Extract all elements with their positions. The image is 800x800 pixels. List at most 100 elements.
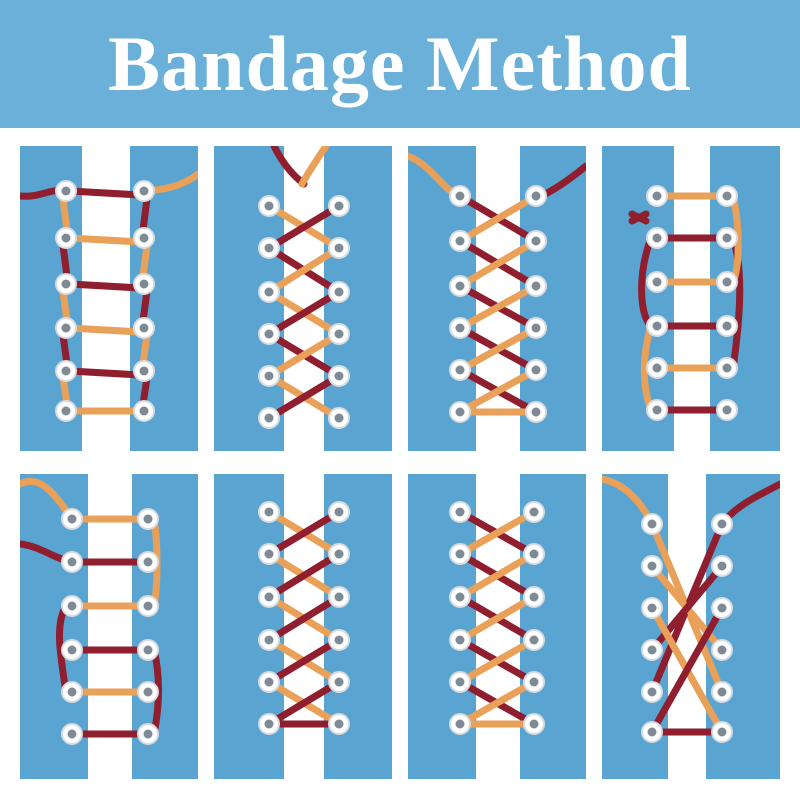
eyelet-hole bbox=[67, 514, 77, 524]
orange-lace bbox=[66, 324, 144, 336]
eyelet-hole bbox=[264, 677, 274, 687]
eyelet-hole bbox=[455, 549, 465, 559]
eyelet-hole bbox=[334, 635, 344, 645]
eyelet-hole bbox=[264, 243, 274, 253]
eyelet-hole bbox=[264, 413, 274, 423]
orange-lace bbox=[456, 593, 538, 644]
lacing-panel-r1c2 bbox=[214, 146, 392, 451]
eyelet-hole bbox=[264, 592, 274, 602]
eyelet-hole bbox=[722, 233, 732, 243]
eyelet-hole bbox=[334, 592, 344, 602]
red-lace bbox=[265, 202, 343, 252]
lacing-panel-r2c4 bbox=[602, 474, 780, 779]
orange-lace bbox=[456, 366, 540, 416]
eyelet-hole bbox=[61, 186, 71, 196]
eyelet-hole bbox=[717, 603, 727, 613]
eyelet-hole bbox=[455, 635, 465, 645]
red-lace bbox=[265, 288, 343, 338]
red-lace bbox=[265, 678, 343, 728]
eyelet-hole bbox=[455, 719, 465, 729]
eyelet-hole bbox=[264, 287, 274, 297]
eyelet-hole bbox=[143, 645, 153, 655]
eyelet-hole bbox=[722, 405, 732, 415]
eyelet-hole bbox=[529, 719, 539, 729]
eyelet-hole bbox=[652, 405, 662, 415]
eyelet-hole bbox=[717, 519, 727, 529]
eyelet-hole bbox=[264, 329, 274, 339]
eyelet-hole bbox=[264, 507, 274, 517]
eyelet-hole bbox=[334, 287, 344, 297]
eyelet-hole bbox=[529, 677, 539, 687]
eyelet-hole bbox=[652, 233, 662, 243]
eyelet-hole bbox=[334, 677, 344, 687]
eyelet-hole bbox=[455, 365, 465, 375]
red-lace bbox=[66, 187, 144, 199]
shoe-tongue-strip bbox=[674, 146, 710, 451]
lacing-panel-r1c3 bbox=[408, 146, 586, 451]
eyelet-hole bbox=[143, 687, 153, 697]
eyelet-hole bbox=[334, 201, 344, 211]
eyelet-hole bbox=[647, 603, 657, 613]
red-lace bbox=[265, 508, 343, 558]
red-lace bbox=[628, 210, 650, 225]
eyelet-hole bbox=[139, 186, 149, 196]
orange-lace bbox=[265, 330, 343, 380]
eyelet-hole bbox=[455, 592, 465, 602]
eyelet-hole bbox=[61, 233, 71, 243]
eyelet-hole bbox=[647, 519, 657, 529]
eyelet-hole bbox=[334, 243, 344, 253]
orange-lace bbox=[265, 244, 343, 296]
eyelet-hole bbox=[61, 366, 71, 376]
eyelet-hole bbox=[647, 727, 657, 737]
eyelet-hole bbox=[143, 601, 153, 611]
eyelet-hole bbox=[722, 277, 732, 287]
eyelet-hole bbox=[717, 727, 727, 737]
eyelet-hole bbox=[722, 363, 732, 373]
eyelet-hole bbox=[67, 687, 77, 697]
red-lace bbox=[66, 280, 144, 292]
eyelet-hole bbox=[264, 549, 274, 559]
eyelet-hole bbox=[455, 191, 465, 201]
eyelet-hole bbox=[647, 687, 657, 697]
eyelet-hole bbox=[722, 321, 732, 331]
eyelet-hole bbox=[264, 201, 274, 211]
lacing-panel-r2c1 bbox=[20, 474, 198, 779]
orange-lace bbox=[456, 282, 540, 332]
eyelet-hole bbox=[139, 406, 149, 416]
eyelet-hole bbox=[61, 406, 71, 416]
red-lace bbox=[648, 562, 726, 654]
eyelet-hole bbox=[334, 507, 344, 517]
eyelet-hole bbox=[139, 279, 149, 289]
eyelet-hole bbox=[455, 507, 465, 517]
lacing-panel-r2c3 bbox=[408, 474, 586, 779]
eyelet-hole bbox=[529, 507, 539, 517]
eyelet-hole bbox=[455, 323, 465, 333]
eyelet-hole bbox=[264, 719, 274, 729]
orange-lace bbox=[456, 324, 540, 374]
eyelet-hole bbox=[647, 561, 657, 571]
shoe-tongue-strip bbox=[88, 474, 132, 779]
red-lace bbox=[265, 593, 343, 644]
eyelet-hole bbox=[717, 561, 727, 571]
eyelet-hole bbox=[139, 233, 149, 243]
eyelet-hole bbox=[334, 719, 344, 729]
eyelet-hole bbox=[67, 645, 77, 655]
eyelet-hole bbox=[455, 677, 465, 687]
eyelet-hole bbox=[264, 635, 274, 645]
eyelet-hole bbox=[717, 645, 727, 655]
eyelet-hole bbox=[529, 635, 539, 645]
eyelet-hole bbox=[455, 281, 465, 291]
eyelet-hole bbox=[61, 323, 71, 333]
eyelet-hole bbox=[143, 729, 153, 739]
eyelet-hole bbox=[531, 365, 541, 375]
eyelet-hole bbox=[722, 191, 732, 201]
eyelet-hole bbox=[143, 557, 153, 567]
orange-lace bbox=[66, 234, 144, 246]
eyelet-hole bbox=[61, 279, 71, 289]
red-lace bbox=[648, 604, 726, 736]
eyelet-hole bbox=[531, 236, 541, 246]
eyelet-hole bbox=[652, 321, 662, 331]
orange-lace bbox=[456, 550, 538, 601]
eyelet-hole bbox=[529, 592, 539, 602]
red-lace bbox=[265, 636, 343, 686]
